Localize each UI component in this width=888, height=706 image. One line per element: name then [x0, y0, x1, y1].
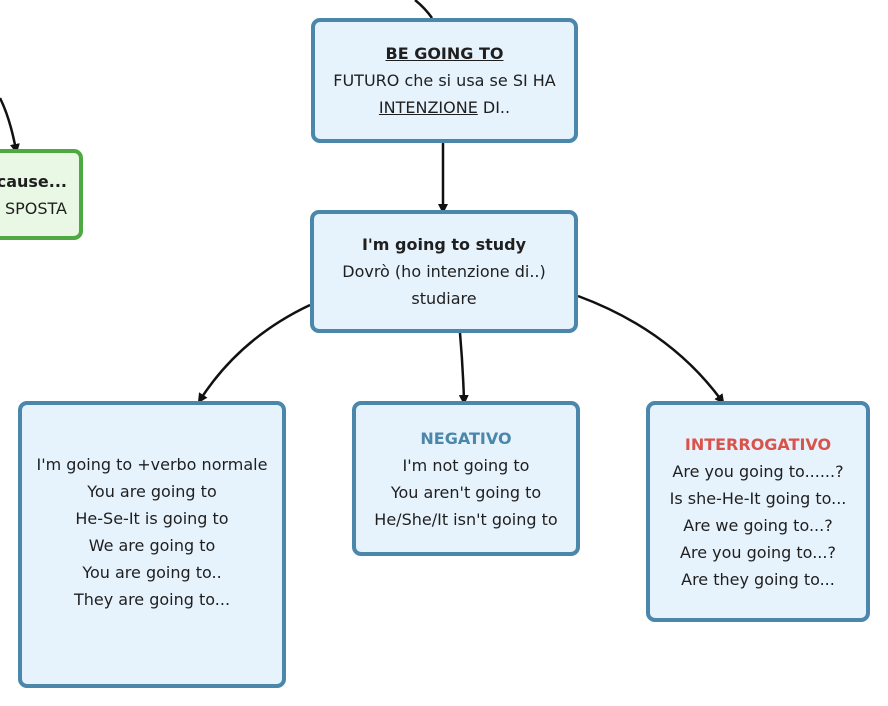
- node-be-going-to-line2-rest: DI..: [477, 98, 511, 117]
- affirmative-line: You are going to..: [82, 563, 222, 582]
- interrogative-line: Are we going to...?: [683, 515, 833, 535]
- node-be-going-to[interactable]: BE GOING TO FUTURO che si usa se SI HA I…: [311, 18, 578, 143]
- affirmative-line: He-Se-It is going to: [75, 509, 229, 528]
- interrogative-line: Is she-He-It going to...: [669, 488, 847, 508]
- connector-into-be-going-to: [414, 0, 434, 19]
- intenzione-underlined: INTENZIONE: [378, 98, 478, 117]
- node-be-going-to-line2: INTENZIONE DI..: [379, 94, 510, 121]
- node-negative[interactable]: NEGATIVO I'm not going to You aren't goi…: [352, 401, 580, 556]
- node-example-title: I'm going to study: [361, 235, 527, 254]
- node-example-line1: Dovrò (ho intenzione di..): [342, 262, 546, 281]
- node-example[interactable]: I'm going to study Dovrò (ho intenzione …: [310, 210, 578, 333]
- connector-into-because: [0, 97, 20, 154]
- affirmative-line: We are going to: [88, 536, 216, 555]
- connector-example-to-interrogative: [577, 294, 725, 405]
- negative-line: I'm not going to: [402, 455, 530, 475]
- interrogative-line: Are you going to...?: [680, 542, 836, 562]
- connector-example-to-affirmative: [197, 303, 311, 404]
- node-affirmative[interactable]: I'm going to +verbo normale You are goin…: [18, 401, 286, 688]
- affirmative-line: You are going to: [87, 482, 217, 501]
- node-because-line1: SPOSTA: [4, 198, 67, 218]
- connector-example-to-negative: [458, 332, 469, 405]
- node-negative-title: NEGATIVO: [420, 428, 512, 448]
- node-be-going-to-title: BE GOING TO: [385, 44, 504, 63]
- node-be-going-to-line1: FUTURO che si usa se SI HA: [333, 71, 556, 90]
- node-example-line2: studiare: [411, 289, 477, 308]
- negative-line: You aren't going to: [390, 482, 542, 502]
- affirmative-line: I'm going to +verbo normale: [36, 455, 268, 474]
- node-because[interactable]: cause... SPOSTA: [0, 149, 83, 240]
- node-because-title: cause...: [0, 171, 67, 191]
- affirmative-line: They are going to...: [73, 590, 231, 609]
- interrogative-line: Are you going to......?: [672, 461, 844, 481]
- node-interrogative-title: INTERROGATIVO: [684, 434, 832, 454]
- negative-line: He/She/It isn't going to: [374, 509, 558, 529]
- node-interrogative[interactable]: INTERROGATIVO Are you going to......? Is…: [646, 401, 870, 622]
- interrogative-line: Are they going to...: [681, 569, 835, 589]
